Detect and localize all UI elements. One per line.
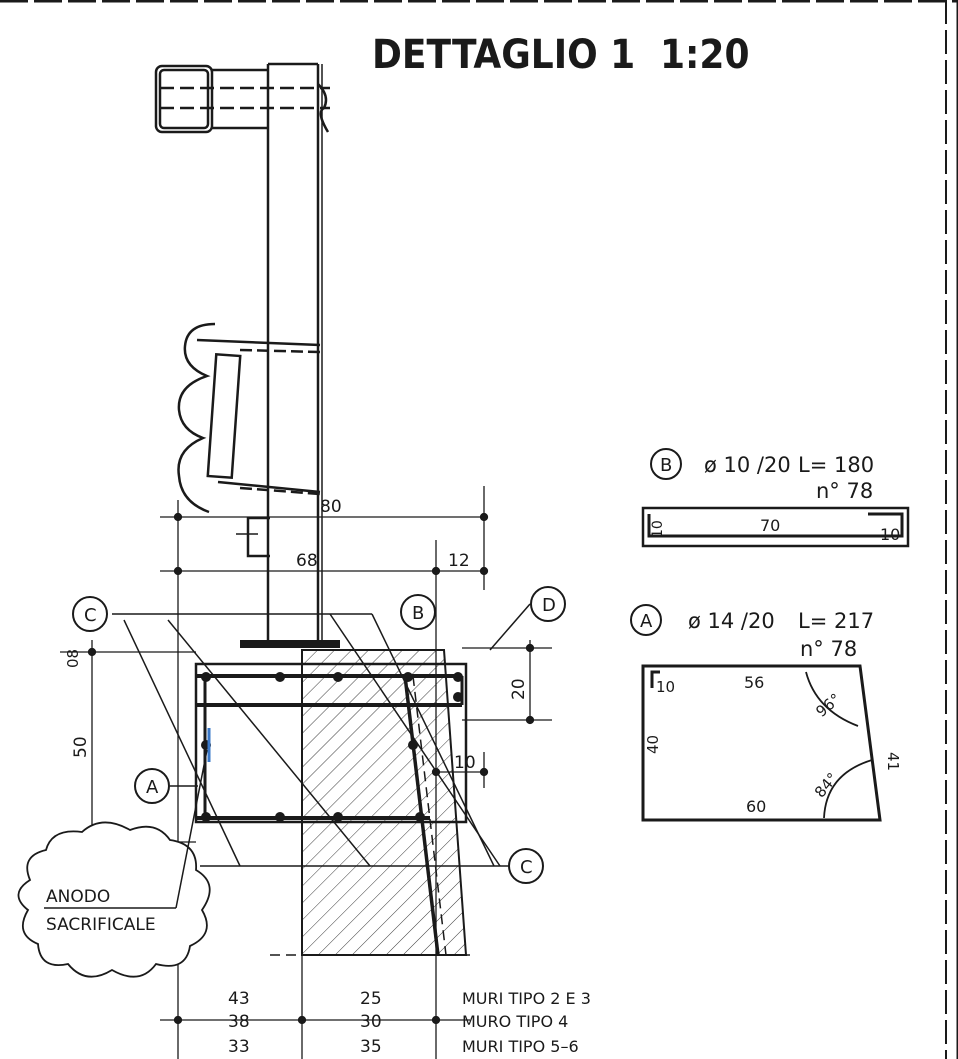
bar-b-length: L= 180 [798,453,874,477]
wall-thickness-table: 43 25 MURI TIPO 2 E 3 38 30 MURO TIPO 4 … [228,989,591,1057]
svg-text:B: B [412,603,424,624]
section-marker-a-left: A [134,768,198,804]
bar-b-marker: B [660,455,672,476]
wall-row-1-d2: 25 [360,989,382,1009]
dim-top-80: 80 [320,497,342,517]
bar-a-left: 40 [644,735,662,754]
bar-a-count: n° 78 [800,637,857,661]
wall-row-2-d2: 30 [360,1012,382,1032]
spacer-bracket [236,516,270,558]
wall-row-3-d1: 33 [228,1037,250,1057]
bar-b-seg-mid: 70 [760,516,780,535]
w-beam-rail [177,322,321,514]
wall-hatching [270,649,470,956]
bar-a-marker: A [640,611,653,632]
bar-a-length: L= 217 [798,609,874,633]
bar-a-bottom: 60 [746,797,766,816]
callout-line-1: ANODO [46,887,110,907]
bar-a-spec: ø 14 /20 [688,609,775,633]
bar-b-seg-left: 10 [650,520,666,538]
svg-text:C: C [520,857,533,878]
dim-top-68: 68 [296,551,318,571]
wall-row-3-label: MURI TIPO 5–6 [462,1037,579,1056]
wall-row-2-label: MURO TIPO 4 [462,1012,568,1031]
top-rail-tube [154,64,330,134]
bar-a-right: 41 [884,752,902,771]
bar-a-top: 56 [744,673,764,692]
wall-row-2-d1: 38 [228,1012,250,1032]
bar-a-schedule: A ø 14 /20 L= 217 n° 78 10 56 40 41 60 9… [630,604,902,822]
bar-b-count: n° 78 [816,479,873,503]
wall-row-1-label: MURI TIPO 2 E 3 [462,989,591,1008]
section-marker-d-top: D [530,586,566,622]
section-lines [112,603,531,867]
callout-line-2: SACRIFICALE [46,915,156,935]
section-marker-c-top: C [72,596,108,632]
dim-left-08: 08 [64,649,82,668]
wall-row-1-d1: 43 [228,989,250,1009]
section-marker-c-bottom: C [508,848,544,884]
wall-row-3-d2: 35 [360,1037,382,1057]
section-marker-b-top: B [400,594,436,630]
bar-b-spec: ø 10 /20 [704,453,791,477]
drawing-scale: 1:20 [660,32,750,78]
dim-right-20: 20 [509,678,529,700]
drawing-title: DETTAGLIO 1 [372,32,635,78]
bar-a-hook: 10 [656,678,675,696]
curb-section [194,662,468,956]
base-plate [240,640,340,648]
dim-left-50: 50 [71,736,91,758]
svg-text:D: D [542,595,556,616]
bar-b-schedule: B ø 10 /20 L= 180 n° 78 10 70 10 [641,448,910,548]
bar-a-angle-bottom: 84° [811,769,842,801]
dim-top-12: 12 [448,551,470,571]
svg-text:A: A [146,777,159,798]
anode-callout: ANODO SACRIFICALE [17,749,211,978]
svg-text:C: C [84,605,97,626]
dim-right-10: 10 [454,753,476,773]
bar-b-seg-right: 10 [880,525,900,544]
guardrail-post [266,62,330,645]
